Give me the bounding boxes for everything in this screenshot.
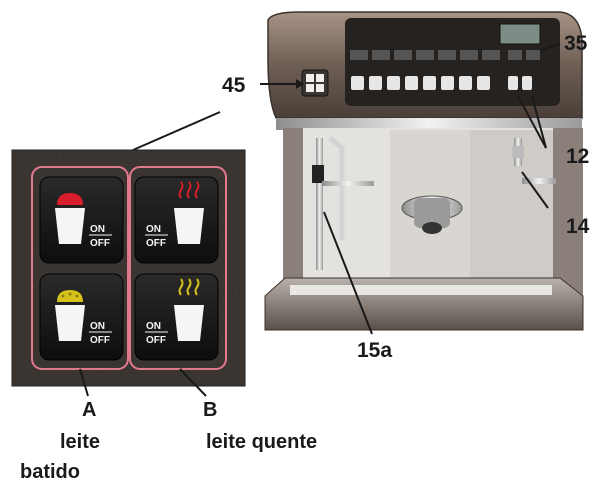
hot-milk-red-icon	[174, 181, 204, 244]
group-a-letter: A	[82, 399, 97, 421]
frothed-milk-yellow-icon	[55, 290, 85, 341]
group-b-outline	[129, 166, 227, 370]
group-b-letter: B	[203, 399, 218, 421]
leader-lines	[132, 43, 561, 335]
callout-35: 35	[564, 32, 588, 55]
button-2-on: ON	[146, 224, 161, 235]
machine-frame-left	[283, 128, 303, 300]
frothed-milk-red-icon	[55, 193, 85, 244]
group-a-caption-line2: batido	[20, 461, 80, 483]
head-ledge	[276, 118, 582, 130]
callout-14: 14	[566, 215, 590, 238]
display-screen	[499, 23, 541, 45]
callout-15a: 15a	[357, 339, 393, 362]
hot-milk-yellow-icon	[174, 278, 204, 341]
selection-button-row	[351, 76, 532, 90]
group-a-caption-line1: leite	[60, 431, 101, 453]
button-4-on: ON	[146, 321, 161, 332]
steam-wand-left	[316, 138, 323, 270]
button-3-off: OFF	[90, 335, 110, 346]
button-2-off: OFF	[146, 238, 166, 249]
frothed-milk-button-2[interactable]: ON OFF	[39, 273, 124, 361]
button-3-on: ON	[90, 321, 105, 332]
machine-frame-right	[553, 128, 583, 300]
milk-panel-mini	[301, 69, 329, 97]
frothed-milk-button-1[interactable]: ON OFF	[39, 176, 124, 264]
hot-milk-button-1[interactable]: ON OFF	[134, 176, 219, 264]
coffee-machine	[264, 11, 584, 331]
button-4-off: OFF	[146, 335, 166, 346]
callout-12: 12	[566, 145, 590, 168]
upper-button-row	[350, 50, 540, 60]
milk-control-panel: ON OFF ON OFF ON	[11, 149, 246, 397]
button-1-off: OFF	[90, 238, 110, 249]
callout-45: 45	[222, 74, 246, 97]
button-1-on: ON	[90, 224, 105, 235]
group-b-caption: leite quente	[206, 431, 318, 453]
hot-milk-button-2[interactable]: ON OFF	[134, 273, 219, 361]
